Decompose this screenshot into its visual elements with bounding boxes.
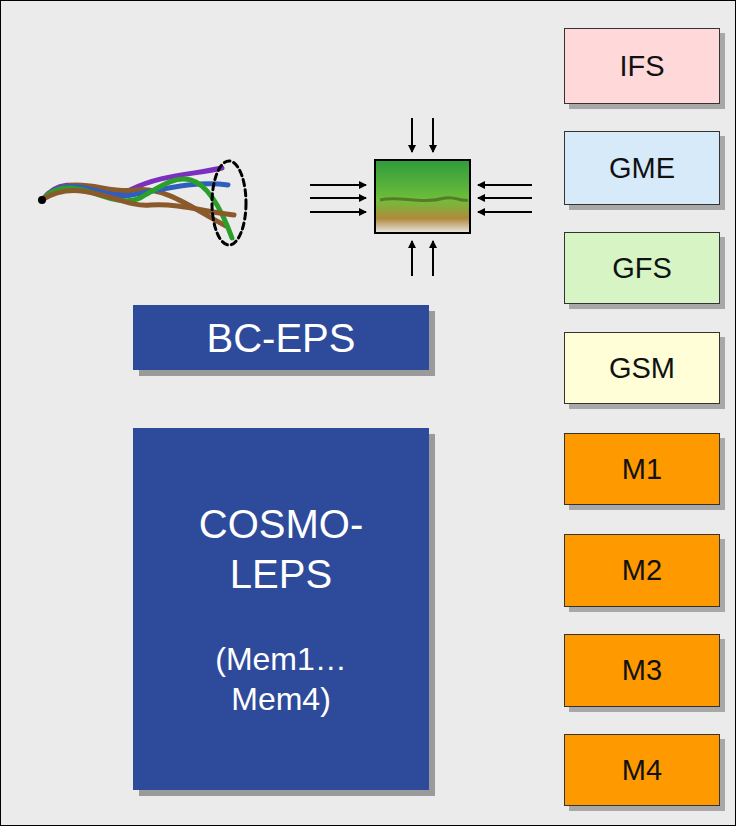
- box-label: M2: [622, 552, 662, 588]
- ensemble-curves: [38, 161, 246, 245]
- box-label: COSMO- LEPS: [181, 499, 381, 599]
- box-label: BC-EPS: [207, 313, 356, 363]
- member-box: M4: [564, 734, 720, 806]
- box-label: GSM: [609, 350, 675, 386]
- box-label: GME: [609, 150, 675, 186]
- boundary-arrows: [310, 118, 532, 276]
- global-model-box: GSM: [564, 332, 720, 404]
- member-box: M1: [564, 433, 720, 505]
- domain-map: [375, 160, 470, 233]
- box-note: (Mem1… Mem4): [176, 639, 386, 719]
- global-model-box: GME: [564, 131, 720, 205]
- global-model-box: IFS: [564, 28, 720, 104]
- member-box: M3: [564, 634, 720, 707]
- ensemble-box: COSMO- LEPS (Mem1… Mem4): [133, 428, 429, 790]
- global-model-box: GFS: [564, 232, 720, 304]
- ensemble-box: BC-EPS: [133, 305, 429, 370]
- box-label: GFS: [612, 250, 672, 286]
- box-label: M1: [622, 451, 662, 487]
- box-label: M3: [622, 652, 662, 688]
- box-label: IFS: [619, 48, 664, 84]
- box-label: M4: [622, 752, 662, 788]
- member-box: M2: [564, 534, 720, 607]
